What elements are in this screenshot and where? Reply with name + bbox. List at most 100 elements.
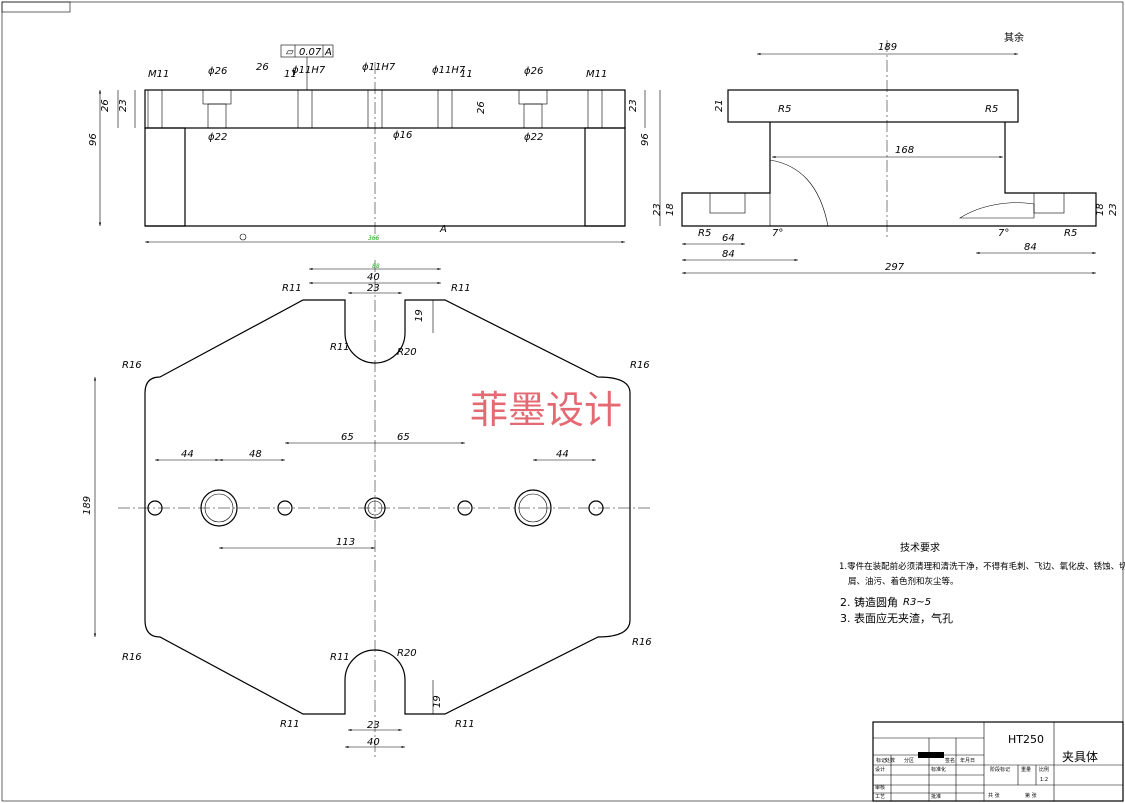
tb-cell: 标记 <box>876 757 886 764</box>
technical-requirements: 技术要求 1.零件在装配前必须清理和清洗干净，不得有毛刺、飞边、氧化皮、锈蚀、切… <box>839 541 1125 625</box>
dim-label: 26 <box>256 62 269 73</box>
flatness-value: 0.07 <box>299 47 322 58</box>
dim-label: 189 <box>82 496 93 515</box>
dim-label: 84 <box>1024 242 1037 253</box>
dim-label: 26 <box>476 101 487 114</box>
dim-label: ϕ26 <box>208 66 227 77</box>
dim-label: ϕ22 <box>524 132 543 143</box>
flatness-frame: ▱ 0.07 A <box>286 47 332 58</box>
dim-label: 11 <box>284 69 297 80</box>
dim-label: 23 <box>1108 203 1119 216</box>
dim-label: 84 <box>722 249 735 260</box>
dim-label: 23 <box>118 99 129 112</box>
part-name: 夹具体 <box>1062 750 1098 764</box>
tb-cell: 阶段标记 <box>990 766 1010 773</box>
dim-label: 23 <box>367 283 380 294</box>
front-view <box>98 44 661 244</box>
dim-label: 64 <box>722 233 735 244</box>
dim-label: 297 <box>885 262 905 273</box>
tb-cell: 标准化 <box>931 766 946 773</box>
tech-line-1b: 屑、油污、着色剂和灰尘等。 <box>848 576 959 587</box>
dim-label: ϕ16 <box>393 130 412 141</box>
dim-label: A <box>439 224 447 235</box>
dim-label: M11 <box>148 69 169 80</box>
tb-cell: 处数 <box>885 757 895 764</box>
dim-label: 7° <box>998 228 1009 239</box>
tech-line-1: 1.零件在装配前必须清理和清洗干净，不得有毛刺、飞边、氧化皮、锈蚀、切 <box>839 561 1125 572</box>
tb-cell: 1:2 <box>1040 777 1048 783</box>
dim-label: R11 <box>451 283 471 294</box>
tb-cell: 重量 <box>1021 766 1031 773</box>
dim-label: R11 <box>280 719 300 730</box>
dim-label: R5 <box>698 228 711 239</box>
watermark: 菲墨设计 <box>470 388 622 432</box>
dim-label: R16 <box>630 360 650 371</box>
tb-cell: 工艺 <box>875 794 885 800</box>
tech-line-2: 2. 铸造圆角 <box>840 595 898 609</box>
dim-label: R5 <box>985 104 998 115</box>
dim-label: 96 <box>88 133 99 146</box>
surface-finish-note: 其余 <box>1004 31 1024 44</box>
plan-view: 88 40 23 19 R11 R11 R11 R20 R16 R16 R16 … <box>82 260 652 760</box>
dim-label: R5 <box>1064 228 1077 239</box>
dim-label: R11 <box>330 342 350 353</box>
dim-label: 48 <box>249 449 262 460</box>
flatness-symbol: ▱ <box>286 47 294 58</box>
dim-label: ϕ22 <box>208 132 227 143</box>
dim-label: 113 <box>336 537 355 548</box>
dim-label: ϕ11H7 <box>432 65 466 76</box>
dim-label: 26 <box>100 99 111 112</box>
dim-label: 21 <box>714 99 725 112</box>
dim-label: 88 <box>372 263 380 270</box>
dim-label: ϕ26 <box>524 66 543 77</box>
dim-label: R16 <box>122 652 142 663</box>
tb-cell: 比例 <box>1039 766 1049 773</box>
tb-cell: 设计 <box>875 766 885 773</box>
dim-label: 44 <box>556 449 569 460</box>
side-view: 其余 189 21 R5 R5 168 23 18 R5 64 84 7° 7°… <box>652 31 1119 275</box>
front-view-dims: M11 ϕ26 26 11 ϕ11H7 ϕ11H7 ϕ11H7 11 ϕ26 M… <box>88 62 651 242</box>
dim-label: M11 <box>586 69 607 80</box>
dim-label: 23 <box>628 99 639 112</box>
tb-cell: 审核 <box>875 784 885 791</box>
title-block: 标记 处数 分区 签名 年月日 设计 标准化 审核 工艺 批准 阶段标记 重量 … <box>872 721 1124 802</box>
dim-label: R11 <box>455 719 475 730</box>
dim-label: R11 <box>282 283 302 294</box>
dim-label: 19 <box>414 309 425 322</box>
dim-label: 23 <box>652 203 663 216</box>
dim-label: 18 <box>665 203 676 216</box>
tech-line-2-value: R3~5 <box>903 597 931 608</box>
dim-label: R11 <box>330 652 350 663</box>
dim-label: 40 <box>367 737 380 748</box>
dim-label: R16 <box>632 637 652 648</box>
tech-line-3: 3. 表面应无夹渣，气孔 <box>840 611 953 625</box>
dim-label: R20 <box>397 648 417 659</box>
dim-label: 65 <box>341 432 354 443</box>
dim-label: 40 <box>367 272 380 283</box>
material: HT250 <box>1008 733 1044 746</box>
dim-label: ϕ11H7 <box>362 62 396 73</box>
dim-label: 18 <box>1095 203 1106 216</box>
dim-label: 11 <box>460 69 473 80</box>
dim-label: R20 <box>397 347 417 358</box>
flatness-datum: A <box>324 47 332 58</box>
dim-label: 44 <box>181 449 194 460</box>
tb-cell: 第 张 <box>1025 792 1037 799</box>
tb-cell: 年月日 <box>960 757 975 764</box>
dim-label: 65 <box>397 432 410 443</box>
dim-label: 366 <box>368 235 380 242</box>
dim-label: R16 <box>122 360 142 371</box>
tech-title: 技术要求 <box>900 541 940 554</box>
dim-label: 168 <box>895 145 914 156</box>
dim-label: 189 <box>878 42 897 53</box>
dim-label: ϕ11H7 <box>292 65 326 76</box>
tb-cell: 批准 <box>931 793 941 800</box>
dim-label: 23 <box>367 720 380 731</box>
frame-tab <box>1 1 71 13</box>
dim-label: 19 <box>432 695 443 708</box>
tb-cell: 签名 <box>945 757 955 764</box>
dim-label: 7° <box>772 228 783 239</box>
dim-label: 96 <box>640 133 651 146</box>
